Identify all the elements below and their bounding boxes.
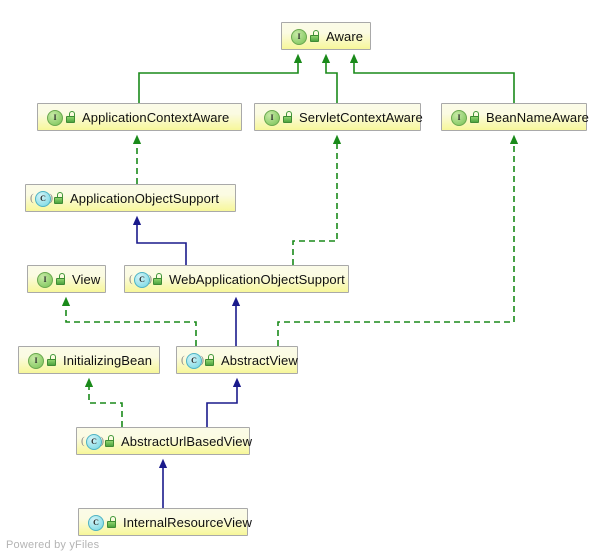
- interface-icon: I: [289, 28, 307, 45]
- interface-icon: I: [45, 109, 63, 126]
- public-lock-icon: [65, 110, 77, 124]
- edge-servletcontextaware-to-aware: [321, 53, 338, 103]
- node-applicationcontextaware[interactable]: I ApplicationContextAware: [37, 103, 242, 131]
- node-view-icons: I: [35, 271, 72, 288]
- node-aware[interactable]: I Aware: [281, 22, 371, 50]
- node-label: ApplicationObjectSupport: [70, 190, 220, 206]
- public-lock-icon: [282, 110, 294, 124]
- node-label: AbstractView: [221, 352, 298, 368]
- public-lock-icon: [53, 191, 65, 205]
- node-beannameaware[interactable]: I BeanNameAware: [441, 103, 589, 131]
- interface-icon: I: [26, 352, 44, 369]
- node-aware-icons: I: [289, 28, 326, 45]
- edge-abstracturlbasedview-to-abstractview: [206, 377, 242, 427]
- edge-applicationcontextaware-to-aware: [138, 53, 303, 103]
- node-internalresourceview-icons: C: [86, 514, 123, 531]
- node-beannameaware-icons: I: [449, 109, 486, 126]
- node-label: InternalResourceView: [123, 514, 252, 530]
- public-lock-icon: [55, 272, 67, 286]
- abstract-class-icon: ( C ): [30, 190, 53, 207]
- node-view[interactable]: I View: [27, 265, 106, 293]
- node-label: BeanNameAware: [486, 109, 589, 125]
- node-initializingbean-icons: I: [26, 352, 63, 369]
- node-servletcontextaware[interactable]: I ServletContextAware: [254, 103, 423, 131]
- node-applicationobjectsupport[interactable]: ( C ) ApplicationObjectSupport: [25, 184, 236, 212]
- node-abstracturlbasedview-icons: ( C ): [81, 433, 121, 450]
- edge-abstracturlbasedview-to-initializingbean: [84, 377, 123, 427]
- public-lock-icon: [469, 110, 481, 124]
- node-abstractview-icons: ( C ): [181, 352, 221, 369]
- edge-abstractview-to-beannameaware: [277, 134, 519, 346]
- abstract-class-icon: ( C ): [181, 352, 204, 369]
- public-lock-icon: [152, 272, 164, 286]
- node-label: AbstractUrlBasedView: [121, 433, 253, 449]
- interface-icon: I: [449, 109, 467, 126]
- interface-icon: I: [262, 109, 280, 126]
- edge-webapplicationobjectsupport-to-servletcontextaware: [292, 134, 342, 265]
- node-servletcontextaware-icons: I: [262, 109, 299, 126]
- public-lock-icon: [46, 353, 58, 367]
- node-label: InitializingBean: [63, 352, 153, 368]
- node-abstracturlbasedview[interactable]: ( C ) AbstractUrlBasedView: [76, 427, 253, 455]
- abstract-class-icon: ( C ): [81, 433, 104, 450]
- edge-beannameaware-to-aware: [349, 53, 515, 103]
- node-label: WebApplicationObjectSupport: [169, 271, 345, 287]
- edge-abstractview-to-view: [61, 296, 197, 346]
- node-abstractview[interactable]: ( C ) AbstractView: [176, 346, 298, 374]
- node-label: ServletContextAware: [299, 109, 423, 125]
- yfiles-watermark: Powered by yFiles: [6, 539, 100, 551]
- abstract-class-icon: ( C ): [129, 271, 152, 288]
- public-lock-icon: [204, 353, 216, 367]
- public-lock-icon: [104, 434, 116, 448]
- node-label: Aware: [326, 28, 364, 44]
- node-internalresourceview[interactable]: C InternalResourceView: [78, 508, 252, 536]
- interface-icon: I: [35, 271, 53, 288]
- class-icon: C: [86, 514, 104, 531]
- node-webapplicationobjectsupport[interactable]: ( C ) WebApplicationObjectSupport: [124, 265, 349, 293]
- node-applicationobjectsupport-icons: ( C ): [30, 190, 70, 207]
- public-lock-icon: [106, 515, 118, 529]
- edge-webapplicationobjectsupport-to-applicationobjectsupport: [132, 215, 187, 265]
- public-lock-icon: [309, 29, 321, 43]
- node-webapplicationobjectsupport-icons: ( C ): [129, 271, 169, 288]
- node-applicationcontextaware-icons: I: [45, 109, 82, 126]
- node-label: ApplicationContextAware: [82, 109, 230, 125]
- node-initializingbean[interactable]: I InitializingBean: [18, 346, 160, 374]
- node-label: View: [72, 271, 101, 287]
